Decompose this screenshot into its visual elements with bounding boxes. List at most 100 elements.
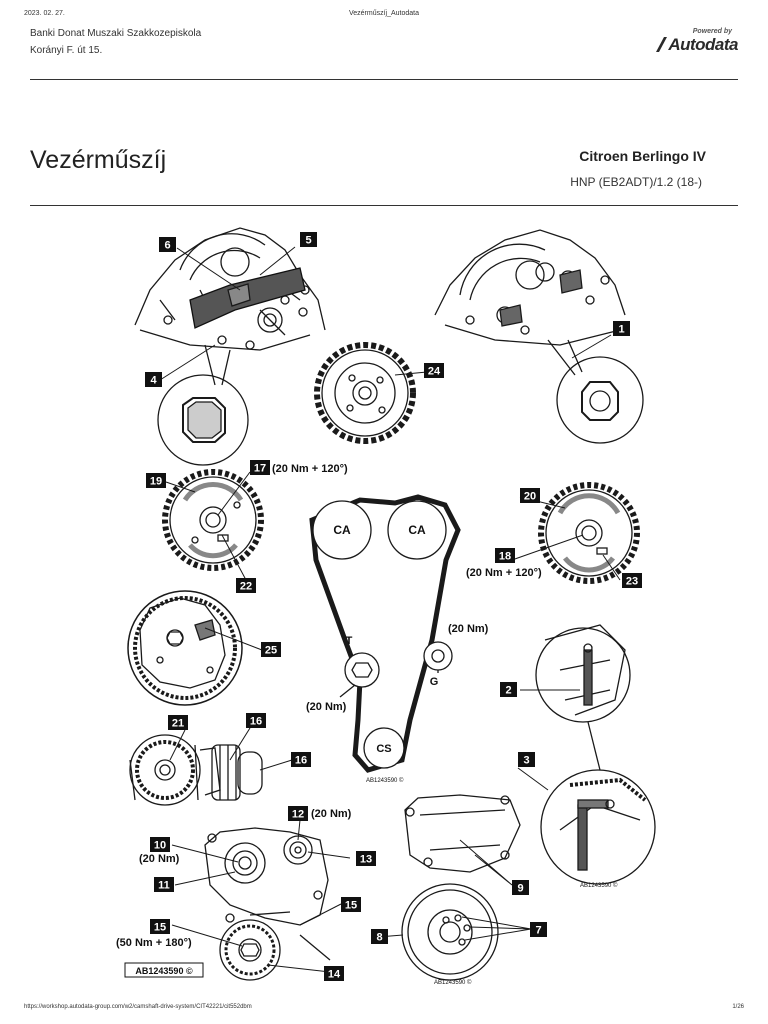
callout-3: 3 <box>518 752 535 767</box>
ref-main: AB1243590 © <box>366 777 404 784</box>
page-title: Vezérműszíj <box>30 146 167 174</box>
svg-text:19: 19 <box>150 476 162 488</box>
callout-23: 22 <box>236 578 256 593</box>
crankshaft-pulley-15 <box>219 919 281 981</box>
svg-text:15: 15 <box>154 922 166 934</box>
svg-text:2: 2 <box>505 685 511 697</box>
crankshaft-sprocket-assembly <box>129 734 263 806</box>
svg-text:16: 16 <box>250 716 262 728</box>
callout-16-upper: 16 <box>291 752 311 767</box>
torque-guide: (20 Nm) <box>448 623 489 635</box>
camshaft-sprocket-20 <box>162 469 264 571</box>
label-ca-1: CA <box>333 523 351 537</box>
crankshaft-damper-8 <box>401 883 499 981</box>
callout-6: 6 <box>159 237 176 252</box>
callout-4: 4 <box>145 372 162 387</box>
callout-16-lower: 15 <box>341 897 361 912</box>
title-divider <box>30 205 738 206</box>
svg-text:14: 14 <box>328 969 341 981</box>
svg-text:7: 7 <box>535 925 541 937</box>
label-guide: G <box>430 676 439 688</box>
svg-text:3: 3 <box>523 755 529 767</box>
torque-15: (50 Nm + 180°) <box>116 937 192 949</box>
detail-1-bolt-circle <box>556 356 644 444</box>
footer-url: https://workshop.autodata-group.com/w2/c… <box>24 1004 252 1010</box>
logo-slash-icon <box>656 37 668 52</box>
callout-24: 23 <box>622 573 642 588</box>
logo-powered-text: Powered by <box>692 28 732 35</box>
svg-text:13: 13 <box>360 854 372 866</box>
callout-14: 14 <box>324 966 344 981</box>
camshaft-sprocket-25 <box>314 342 416 444</box>
svg-text:AB1243590 ©: AB1243590 © <box>135 966 193 976</box>
callout-labels: 6 5 4 24 1 19 17 22 20 18 23 25 2 3 21 1… <box>145 232 642 981</box>
ref-sensor: AB1243590 © <box>580 882 618 889</box>
callout-21: 20 <box>520 488 540 503</box>
callout-20: 19 <box>146 473 166 488</box>
svg-text:17: 17 <box>254 463 266 475</box>
engine-code: HNP (EB2ADT)/1.2 (18-) <box>570 175 702 189</box>
callout-17: 16 <box>246 713 266 728</box>
svg-text:18: 18 <box>499 551 511 563</box>
autodata-logo: Powered by Autodata <box>638 28 738 55</box>
timing-cover-9 <box>404 794 521 873</box>
torque-10: (20 Nm) <box>139 853 180 865</box>
svg-text:12: 12 <box>292 809 304 821</box>
label-ca-2: CA <box>408 523 426 537</box>
svg-text:11: 11 <box>158 880 170 892</box>
svg-text:21: 21 <box>172 718 184 730</box>
label-crankshaft: CS <box>376 743 391 755</box>
callout-leaders <box>159 246 621 973</box>
camshaft-sprocket-21 <box>538 482 640 584</box>
crankshaft-housing-26 <box>127 590 243 706</box>
svg-text:23: 23 <box>626 576 638 588</box>
logo-wordmark: Autodata <box>638 35 738 55</box>
organization-address: Korányi F. út 15. <box>30 45 103 56</box>
header-divider <box>30 79 738 80</box>
label-tensioner: T <box>346 635 353 647</box>
svg-text:16: 16 <box>295 755 307 767</box>
svg-text:5: 5 <box>305 235 311 247</box>
callout-9: 9 <box>512 880 529 895</box>
svg-text:9: 9 <box>517 883 523 895</box>
camshaft-holder-illustration <box>434 229 626 376</box>
vehicle-model: Citroen Berlingo IV <box>579 148 706 164</box>
print-date: 2023. 02. 27. <box>24 10 65 17</box>
footer-page-number: 1/26 <box>732 1004 744 1010</box>
callout-2: 2 <box>500 682 517 697</box>
svg-text:15: 15 <box>345 900 357 912</box>
camshaft-locking-tool-illustration <box>134 227 326 386</box>
callout-19: 18 <box>495 548 515 563</box>
callout-11: 11 <box>154 877 174 892</box>
svg-text:22: 22 <box>240 581 252 593</box>
callout-22: 21 <box>168 715 188 730</box>
callout-7: 7 <box>530 922 547 937</box>
callout-25: 24 <box>424 363 444 378</box>
svg-text:1: 1 <box>618 324 624 336</box>
svg-text:24: 24 <box>428 366 441 378</box>
svg-text:20: 20 <box>524 491 536 503</box>
detail-3-locking-pin <box>540 769 656 885</box>
ref-pulley: AB1243590 © <box>434 979 472 986</box>
callout-26: 25 <box>261 642 281 657</box>
detail-4-hex-circle <box>157 374 249 466</box>
print-doc-title: Vezérműszíj_Autodata <box>348 10 420 17</box>
belt-routing-diagram <box>309 494 461 773</box>
callout-18: 17 <box>250 460 270 475</box>
svg-text:4: 4 <box>150 375 157 387</box>
svg-text:8: 8 <box>376 932 382 944</box>
callout-15: 15 <box>150 919 170 934</box>
torque-18: (20 Nm + 120°) <box>272 463 348 475</box>
torque-12: (20 Nm) <box>311 808 352 820</box>
callout-13: 13 <box>356 851 376 866</box>
callout-5: 5 <box>300 232 317 247</box>
svg-text:10: 10 <box>154 840 166 852</box>
logo-name: Autodata <box>668 35 738 54</box>
callout-8: 8 <box>371 929 388 944</box>
svg-text:6: 6 <box>164 240 170 252</box>
torque-19: (20 Nm + 120°) <box>466 567 542 579</box>
boxed-reference: AB1243590 © <box>124 962 204 978</box>
torque-tensioner: (20 Nm) <box>306 701 347 713</box>
svg-text:25: 25 <box>265 645 277 657</box>
